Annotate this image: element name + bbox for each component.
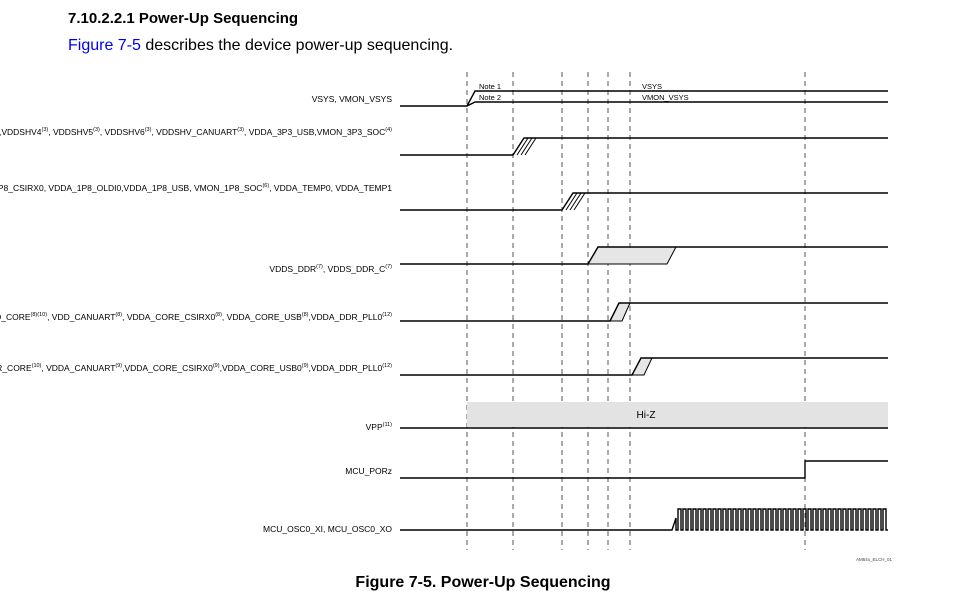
signal-label-vsys: VSYS, VMON_VSYS (312, 94, 393, 104)
hiz-region (467, 402, 888, 427)
vmon-vsys-level-label: VMON_VSYS (642, 93, 689, 102)
signal-label-group-3p3: VDDSHV_MCU(3), VDDSHV0(3), VDDSHV1(3), V… (0, 127, 392, 137)
signal-label-mcu-porz: MCU_PORz (345, 466, 392, 476)
signal-label-core-2: VDD_CORE(9)(10), VDDR_CORE(10), VDDA_CAN… (0, 363, 392, 373)
waveform-ddr (400, 246, 888, 265)
note-1-label: Note 1 (479, 82, 501, 91)
signal-label-ddr: VDDS_DDR(7), VDDS_DDR_C(7) (269, 264, 392, 274)
signal-label-core-1: VDD_CORE(8)(10), VDD_CANUART(8), VDDA_CO… (0, 312, 392, 322)
section-heading: 7.10.2.2.1 Power-Up Sequencing (68, 10, 299, 27)
waveform-vpp: Hi-Z (400, 402, 888, 429)
signal-label-mcu-osc: MCU_OSC0_XI, MCU_OSC0_XO (263, 524, 392, 534)
waveform-core-2 (400, 357, 888, 376)
note-2-label: Note 2 (479, 93, 501, 102)
waveform-core-1 (400, 302, 888, 322)
signal-labels: VSYS, VMON_VSYS VDDSHV_MCU(3), VDDSHV0(3… (0, 94, 392, 534)
signal-label-group-1p8: VDDS_OSC0, VDDSHV_MCU(5), VDDSHV0(5), VD… (0, 183, 392, 193)
document-id: AM64x_ELCH_01 (856, 557, 893, 562)
signal-label-vpp: VPP(11) (366, 422, 393, 432)
waveform-group-1p8 (400, 192, 888, 211)
figure-link[interactable]: Figure 7-5 (68, 37, 141, 54)
oscillator-clock (670, 508, 888, 531)
waveform-mcu-osc (400, 508, 888, 531)
hiz-label: Hi-Z (637, 410, 656, 421)
waveform-mcu-porz (400, 460, 888, 479)
vsys-level-label: VSYS (642, 82, 662, 91)
intro-paragraph: Figure 7-5 describes the device power-up… (68, 37, 453, 55)
event-markers (466, 72, 806, 550)
intro-text: describes the device power-up sequencing… (140, 37, 454, 54)
waveform-vsys: Note 1 Note 2 VSYS VMON_VSYS (400, 82, 888, 107)
figure-caption: Figure 7-5. Power-Up Sequencing (355, 574, 611, 591)
waveform-group-3p3 (400, 137, 888, 156)
